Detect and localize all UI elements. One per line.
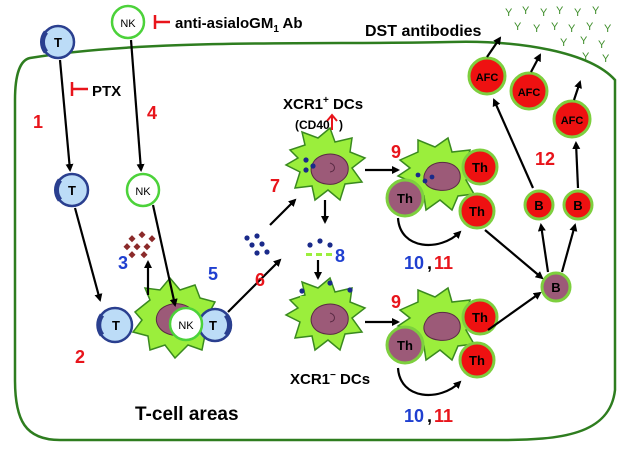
step-11-upper: 11 [434, 253, 453, 273]
arrows [58, 36, 582, 396]
svg-text:Y: Y [586, 21, 594, 33]
th-cell-label: Th [472, 310, 488, 325]
afc-cell-3: AFC [552, 99, 592, 139]
t-cell-top: T [40, 24, 76, 60]
dc-xcr1-negative [284, 276, 367, 352]
dc-cluster-left: T T [96, 276, 233, 360]
th-cell-label: Th [397, 338, 413, 353]
step-11-lower: 11 [434, 406, 453, 426]
svg-text:Y: Y [556, 5, 564, 17]
afc-cell-label: AFC [476, 72, 499, 84]
blue-dot-cluster [244, 233, 270, 256]
nk-cell-middle: NK [125, 172, 161, 208]
cd40-close-label: ) [339, 118, 343, 132]
step-1: 1 [33, 112, 43, 132]
t-cell-middle: T [54, 172, 90, 208]
cytokine-cluster-brown [123, 231, 156, 259]
step-3: 3 [118, 253, 128, 273]
afc-cell-2: AFC [509, 71, 549, 111]
svg-text:Y: Y [514, 21, 522, 33]
nk-cell-label: NK [178, 320, 194, 332]
b-cell-lower: B [540, 271, 572, 303]
ptx-label: PTX [92, 83, 121, 100]
afc-cell-label: AFC [561, 115, 584, 127]
t-cell-areas-label: T-cell areas [135, 404, 239, 425]
t-cell-area-boundary [13, 40, 617, 442]
th-cell-label: Th [397, 191, 413, 206]
dc-th-cluster-lower: Th Th Th [385, 286, 499, 379]
step-7: 7 [270, 176, 280, 196]
svg-text:Y: Y [574, 7, 582, 19]
antigen-particles [306, 238, 333, 256]
step-9-upper: 9 [391, 142, 401, 162]
step-6: 6 [255, 270, 265, 290]
th-cell-label: Th [469, 353, 485, 368]
svg-text:Y: Y [604, 23, 612, 35]
b-cell-label: B [534, 198, 543, 213]
inhibition-marks [70, 15, 170, 96]
svg-text:Y: Y [592, 5, 600, 17]
afc-cell-1: AFC [467, 56, 507, 96]
svg-text:Y: Y [560, 37, 568, 49]
step-2: 2 [75, 347, 85, 367]
step-12: 12 [535, 149, 555, 169]
svg-text:Y: Y [598, 39, 606, 51]
xcr1-negative-label: XCR1− DCs [290, 370, 370, 388]
svg-text:Y: Y [533, 23, 541, 35]
nk-cell-lower: NK [168, 306, 204, 342]
step-4: 4 [147, 103, 157, 123]
dst-antibodies-label: DST antibodies [365, 23, 482, 40]
b-cell-left: B [523, 189, 555, 221]
step-10-lower: 10 [404, 406, 424, 426]
antibody-glyphs: Y Y Y Y Y Y Y Y Y Y Y Y Y Y Y Y Y [505, 5, 612, 65]
step-10-upper: 10 [404, 253, 424, 273]
th-cell-label: Th [469, 204, 485, 219]
step-numbers: 1 4 3 5 6 7 8 2 9 9 12 10 , 11 10 , 11 [33, 103, 555, 426]
svg-text:Y: Y [551, 21, 559, 33]
step-8: 8 [335, 246, 345, 266]
t-cell-label: T [209, 318, 217, 333]
xcr1-positive-label: XCR1+ DCs [283, 95, 363, 113]
svg-text:Y: Y [522, 5, 530, 17]
nk-cell-top: NK [110, 4, 146, 40]
dc-th-cluster-upper: Th Th Th [385, 136, 499, 230]
svg-text:,: , [427, 253, 432, 273]
b-cell-label: B [573, 198, 582, 213]
svg-text:Y: Y [580, 35, 588, 47]
nk-cell-label: NK [135, 186, 151, 198]
svg-text:Y: Y [540, 7, 548, 19]
svg-text:Y: Y [582, 51, 590, 63]
step-9-lower: 9 [391, 292, 401, 312]
cd40-up-arrow [326, 113, 338, 130]
svg-text:,: , [427, 406, 432, 426]
nk-cell-label: NK [120, 18, 136, 30]
b-cell-label: B [551, 280, 560, 295]
anti-asialo-label: anti-asialoGM1 Ab [175, 15, 303, 35]
svg-text:Y: Y [505, 7, 513, 19]
th-cell-label: Th [472, 160, 488, 175]
afc-cell-label: AFC [518, 87, 541, 99]
b-cell-right: B [562, 189, 594, 221]
t-cell-label: T [68, 183, 76, 198]
step-5: 5 [208, 264, 218, 284]
t-cell-label: T [54, 35, 62, 50]
dc-xcr1-positive [284, 126, 367, 202]
cd40-label: (CD40 [295, 118, 330, 132]
svg-text:Y: Y [568, 23, 576, 35]
t-cell-label: T [112, 318, 120, 333]
svg-text:Y: Y [602, 53, 610, 65]
